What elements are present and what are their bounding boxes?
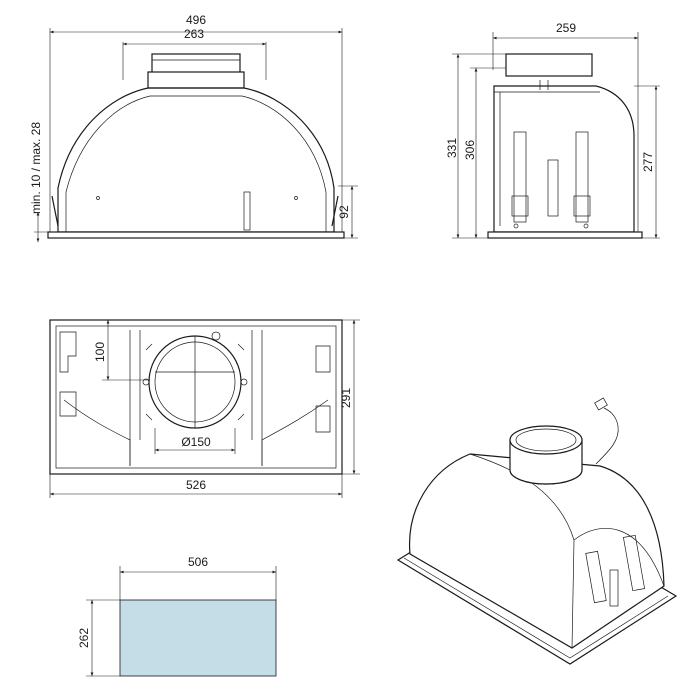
- bracket-center: [547, 159, 559, 217]
- dim-label-top-depth: 100: [93, 342, 107, 362]
- dim-label-front-height-right: 92: [337, 205, 351, 219]
- dim-label-side-height-a: 331: [445, 138, 459, 158]
- bracket-top-right-upper: [315, 345, 331, 373]
- clamp-right: [331, 195, 339, 227]
- dim-label-side-height-c: 277: [641, 152, 655, 172]
- dim-label-side-height-b: 306: [463, 140, 477, 160]
- duct-base: [147, 71, 245, 89]
- top-view: 100 Ø150 526 291: [49, 319, 360, 498]
- isometric-view: [396, 397, 678, 665]
- dim-label-cutout-width: 506: [188, 555, 208, 569]
- duct-collar-side: [505, 53, 593, 77]
- bracket-top-right-lower: [315, 405, 331, 433]
- cutout-view: 506 262: [77, 555, 277, 677]
- hood-body-front: [57, 87, 335, 233]
- duct-collar: [151, 53, 241, 75]
- clamp-left: [51, 195, 59, 227]
- iso-duct-top: [509, 425, 583, 455]
- bracket-top-left-lower: [59, 391, 77, 417]
- dim-label-cutout-height: 262: [77, 628, 91, 648]
- side-view: 259 331 306 277: [445, 21, 660, 239]
- top-frame-outer: [49, 319, 343, 475]
- dim-label-duct-diameter: Ø150: [181, 435, 211, 449]
- dim-label-side-width: 259: [556, 21, 576, 35]
- iso-hood-body: [408, 453, 665, 649]
- dim-label-top-width: 291: [339, 388, 353, 408]
- hood-tray-side: [487, 231, 643, 239]
- hood-body-side: [493, 85, 635, 233]
- dim-label-front-top: 263: [184, 27, 204, 41]
- hood-tray-front: [47, 231, 345, 239]
- dim-label-front-width: 496: [186, 13, 206, 27]
- bracket-right: [575, 131, 589, 223]
- front-view: 496 263 min. 10 / max. 28 92: [29, 13, 358, 242]
- bracket-left: [513, 131, 527, 223]
- iso-power-cable: [595, 407, 619, 465]
- cutout-rect: [119, 599, 277, 677]
- iso-plug-icon: [594, 397, 608, 411]
- dim-label-front-height-left: min. 10 / max. 28: [29, 122, 43, 214]
- bracket-top-left-upper: [59, 331, 77, 373]
- dim-label-top-length: 526: [186, 478, 206, 492]
